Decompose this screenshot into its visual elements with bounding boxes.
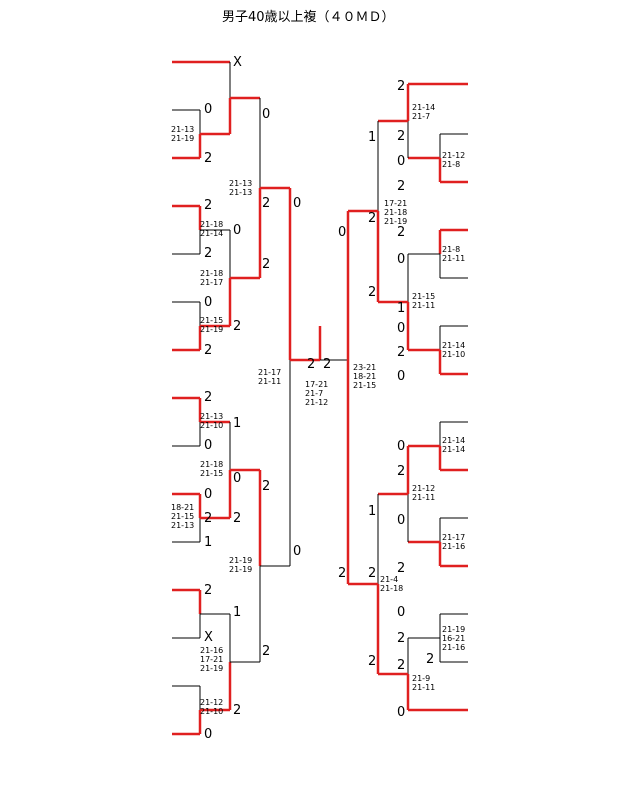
set-score: 21-17 21-11 [258,368,282,386]
match-score: 2 [426,652,435,667]
set-score: 21-13 21-10 [200,412,224,430]
match-score: 2 [368,566,377,581]
match-score: 2 [397,464,406,479]
match-score: 0 [204,438,213,453]
set-score: 17-21 21-18 21-19 [384,199,408,226]
match-score: 2 [368,211,377,226]
match-score: 2 [262,257,271,272]
match-score: 2 [397,658,406,673]
match-score: 0 [397,321,406,336]
match-score: 2 [397,225,406,240]
match-score: 0 [293,544,302,559]
match-score: 2 [204,198,213,213]
match-score: 0 [204,102,213,117]
set-score: 21-13 21-19 [171,125,195,143]
set-score: 21-15 21-19 [200,316,224,334]
match-score: 2 [204,343,213,358]
match-score: 0 [397,252,406,267]
set-score: 21-12 21-11 [412,484,436,502]
match-score: 0 [262,107,271,122]
set-score: 23-21 18-21 21-15 [353,363,377,390]
set-score: 21-9 21-11 [412,674,436,692]
match-score: 2 [204,583,213,598]
match-score: 2 [262,644,271,659]
match-score: 1 [233,605,242,620]
set-score: 17-21 21-7 21-12 [305,380,329,407]
match-score: 0 [204,487,213,502]
match-score: 1 [368,504,377,519]
set-score: 21-18 21-15 [200,460,224,478]
set-score: 21-18 21-14 [200,220,224,238]
set-score: 21-12 21-10 [200,698,224,716]
match-score: 2 [397,79,406,94]
set-score: 21-12 21-8 [442,151,466,169]
set-score: 21-14 21-14 [442,436,466,454]
set-score: 21-8 21-11 [442,245,466,263]
match-score: 2 [397,129,406,144]
match-score: 1 [368,130,377,145]
match-score: 2 [307,357,316,372]
match-score: 2 [323,357,332,372]
set-score: 18-21 21-15 21-13 [171,503,195,530]
match-score: 1 [233,416,242,431]
match-score: 2 [233,703,242,718]
match-score: 0 [397,705,406,720]
match-score: 0 [293,196,302,211]
match-score: 2 [368,285,377,300]
match-score: 2 [397,345,406,360]
match-score: 2 [262,196,271,211]
match-score: 2 [204,246,213,261]
match-score: 0 [397,439,406,454]
match-score: 2 [233,511,242,526]
match-score: 0 [204,295,213,310]
match-score: 2 [397,561,406,576]
match-score: 2 [204,511,213,526]
match-score: 2 [204,390,213,405]
match-score: 2 [338,566,347,581]
bracket-title: 男子40歳以上複（４０ＭＤ） [222,10,395,25]
set-score: 21-16 17-21 21-19 [200,646,224,673]
set-score: 21-4 21-18 [380,575,404,593]
match-score: 0 [338,225,347,240]
match-score: 0 [397,154,406,169]
match-score: 0 [397,605,406,620]
match-score: 2 [397,631,406,646]
match-score: 2 [262,479,271,494]
match-score: 2 [368,654,377,669]
match-score: 2 [233,319,242,334]
set-score: 21-18 21-17 [200,269,224,287]
set-score: 21-19 21-19 [229,556,253,574]
match-score: 0 [397,513,406,528]
match-score: 0 [233,223,242,238]
set-score: 21-14 21-10 [442,341,466,359]
set-score: 21-15 21-11 [412,292,436,310]
match-score: 1 [204,535,213,550]
match-score: X [233,55,242,70]
match-score: 2 [204,151,213,166]
match-score: 1 [397,301,406,316]
set-score: 21-19 16-21 21-16 [442,625,466,652]
match-score: 0 [204,727,213,742]
set-score: 21-17 21-16 [442,533,466,551]
match-score: 2 [397,179,406,194]
set-score: 21-14 21-7 [412,103,436,121]
match-score: 0 [233,471,242,486]
set-score: 21-13 21-13 [229,179,253,197]
match-score: 0 [397,369,406,384]
match-score: X [204,630,213,645]
